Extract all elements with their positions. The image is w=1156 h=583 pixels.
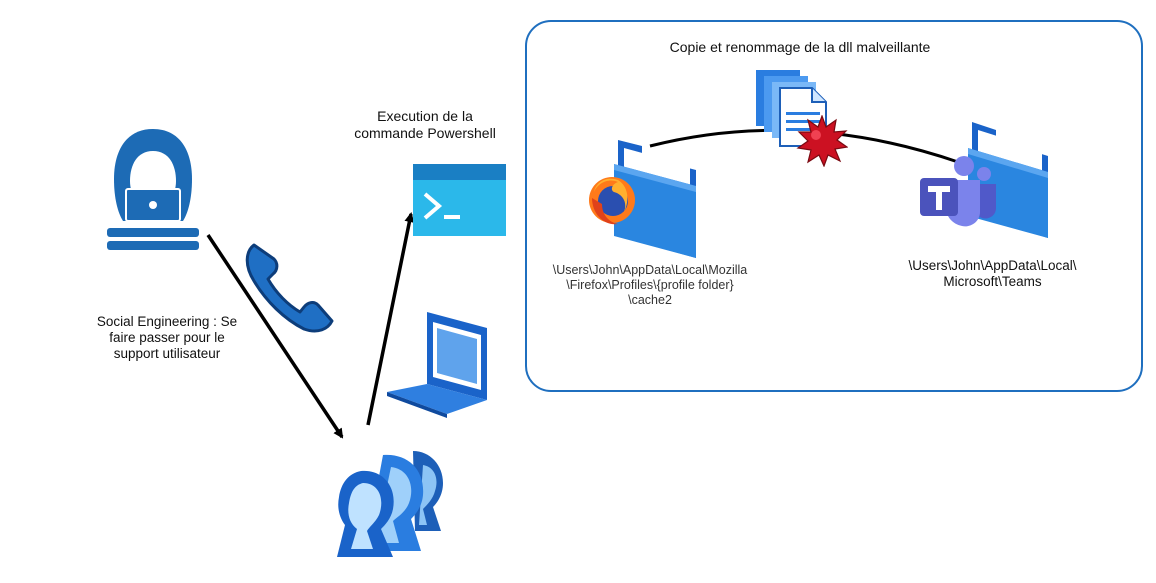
execution-label-line-2: commande Powershell [354, 125, 496, 141]
firefox-path-line-1: \Users\John\AppData\Local\Mozilla [552, 263, 748, 277]
social-label-line-1: Social Engineering : Se [96, 314, 238, 329]
powershell-icon [413, 164, 506, 236]
teams-logo [920, 156, 996, 227]
social-label-line-3: support utilisateur [113, 346, 221, 361]
laptop-icon [387, 312, 487, 418]
social-label-line-2: faire passer pour le [109, 330, 225, 345]
hacker-icon [107, 129, 199, 250]
teams-path-label: \Users\John\AppData\Local\ Microsoft\Tea… [895, 258, 1090, 290]
malware-icon [796, 115, 848, 167]
arrow-hacker-to-users [206, 234, 344, 439]
copy-rename-panel [525, 20, 1143, 392]
firefox-path-line-2: \Firefox\Profiles\{profile folder} [566, 278, 734, 292]
firefox-path-label: \Users\John\AppData\Local\Mozilla \Firef… [540, 263, 760, 308]
teams-path-line-2: Microsoft\Teams [943, 274, 1042, 289]
social-engineering-label: Social Engineering : Se faire passer pou… [72, 314, 262, 362]
arrow-users-to-powershell [366, 212, 415, 426]
firefox-logo [589, 177, 635, 225]
firefox-folder-icon [589, 140, 696, 258]
execution-label-line-1: Execution de la [377, 108, 473, 124]
users-icon [337, 451, 443, 557]
firefox-path-line-3: \cache2 [628, 293, 672, 307]
teams-path-line-1: \Users\John\AppData\Local\ [908, 258, 1077, 273]
copy-rename-title: Copie et renommage de la dll malveillant… [669, 39, 931, 55]
phone-icon [245, 243, 334, 333]
execution-label: Execution de la commande Powershell [340, 108, 510, 142]
teams-folder-icon [920, 122, 1048, 238]
